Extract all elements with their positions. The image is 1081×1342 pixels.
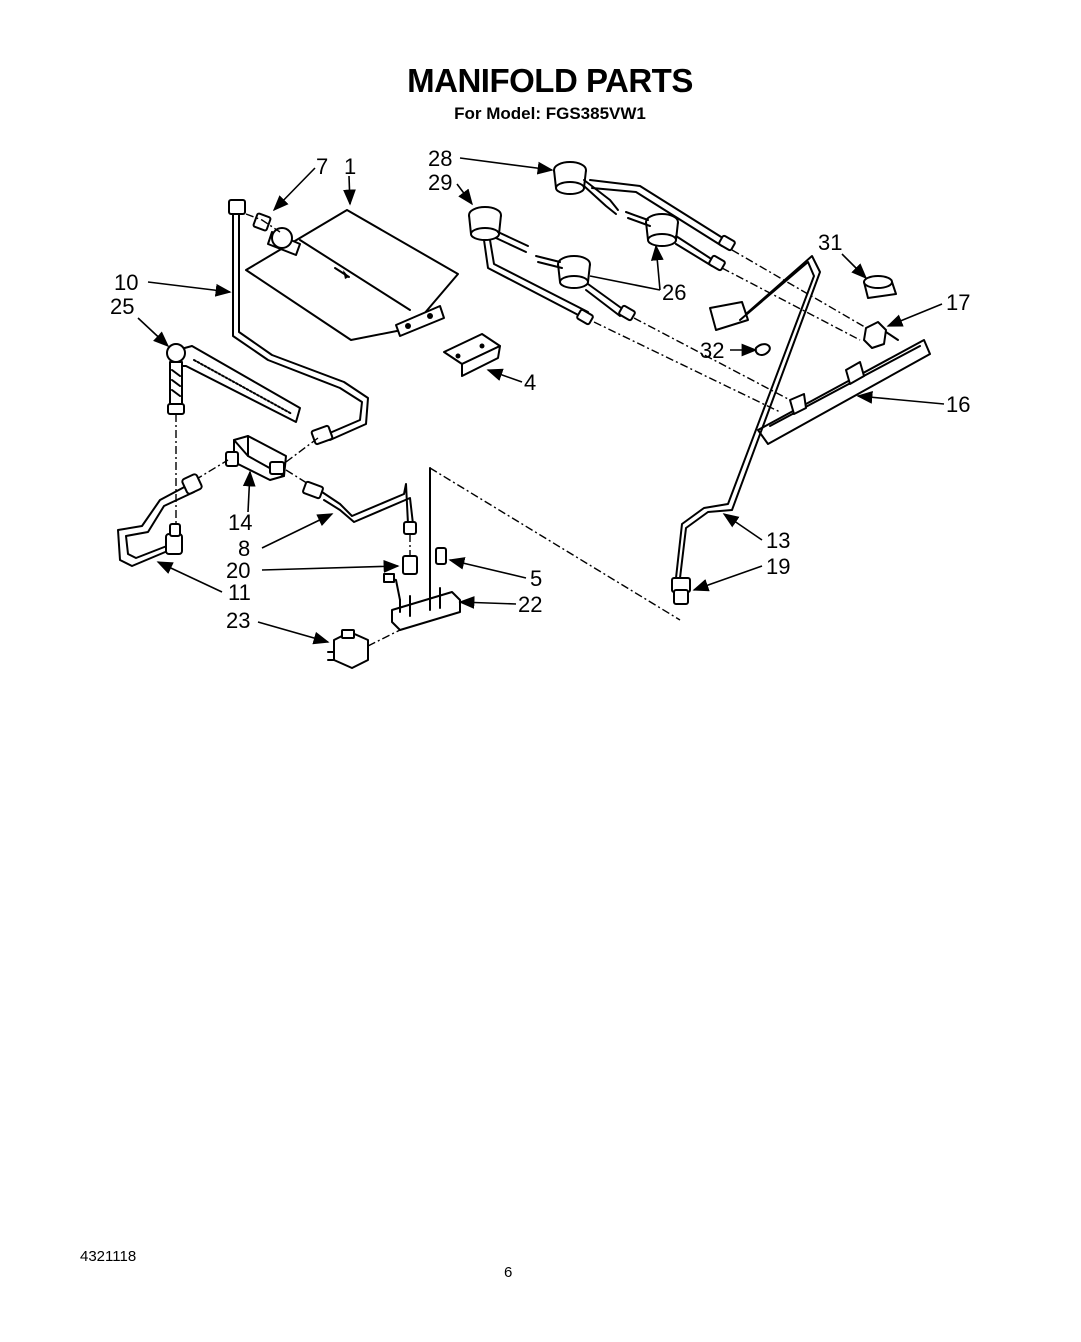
part-26-burner-left-front	[535, 255, 636, 322]
part-32-clip	[754, 343, 771, 356]
model-subtitle: For Model: FGS385VW1	[454, 104, 646, 123]
part-26-burner-right-front	[625, 211, 726, 272]
callout-22: 22	[518, 592, 542, 617]
part-1-oven-burner-shield	[245, 209, 459, 341]
callout-7: 7	[316, 154, 328, 179]
callout-10: 10	[114, 270, 138, 295]
part-29-burner-left-rear	[468, 206, 594, 326]
callout-26: 26	[662, 280, 686, 305]
part-31-knob	[863, 275, 897, 299]
callout-5: 5	[530, 566, 542, 591]
leader-lines	[137, 157, 945, 645]
callout-25: 25	[110, 294, 134, 319]
callout-29: 29	[428, 170, 452, 195]
document-number: 4321118	[80, 1248, 137, 1265]
callout-23: 23	[226, 608, 250, 633]
page-number: 6	[504, 1264, 513, 1281]
part-17-valve	[863, 321, 899, 349]
part-13-gas-tube	[671, 255, 821, 605]
callout-28: 28	[428, 146, 452, 171]
callout-20: 20	[226, 558, 250, 583]
callout-19: 19	[766, 554, 790, 579]
part-23-regulator	[327, 629, 401, 669]
part-11-broil-tube	[117, 414, 203, 567]
page-title: MANIFOLD PARTS	[407, 62, 693, 99]
callout-16: 16	[946, 392, 970, 417]
part-10-oven-tube	[228, 199, 369, 446]
callout-11: 11	[228, 580, 251, 605]
part-14-safety-valve	[194, 435, 319, 491]
part-7-fitting	[245, 212, 281, 233]
callout-1: 1	[344, 154, 356, 179]
callout-31: 31	[818, 230, 842, 255]
part-4-bracket	[443, 333, 501, 377]
callout-4: 4	[524, 370, 536, 395]
part-22-manifold-assembly	[383, 467, 681, 631]
callout-labels: 7 1 28 29 10 25 31 17 26 32 4 16 14 8 20…	[110, 146, 970, 633]
part-28-burner-right-rear	[553, 161, 736, 252]
callout-8: 8	[238, 536, 250, 561]
callout-13: 13	[766, 528, 790, 553]
part-16-main-manifold	[757, 339, 931, 445]
part-25-broil-burner	[166, 343, 301, 423]
callout-17: 17	[946, 290, 970, 315]
callout-14: 14	[228, 510, 252, 535]
part-8-tube	[302, 480, 417, 556]
callout-32: 32	[700, 338, 724, 363]
